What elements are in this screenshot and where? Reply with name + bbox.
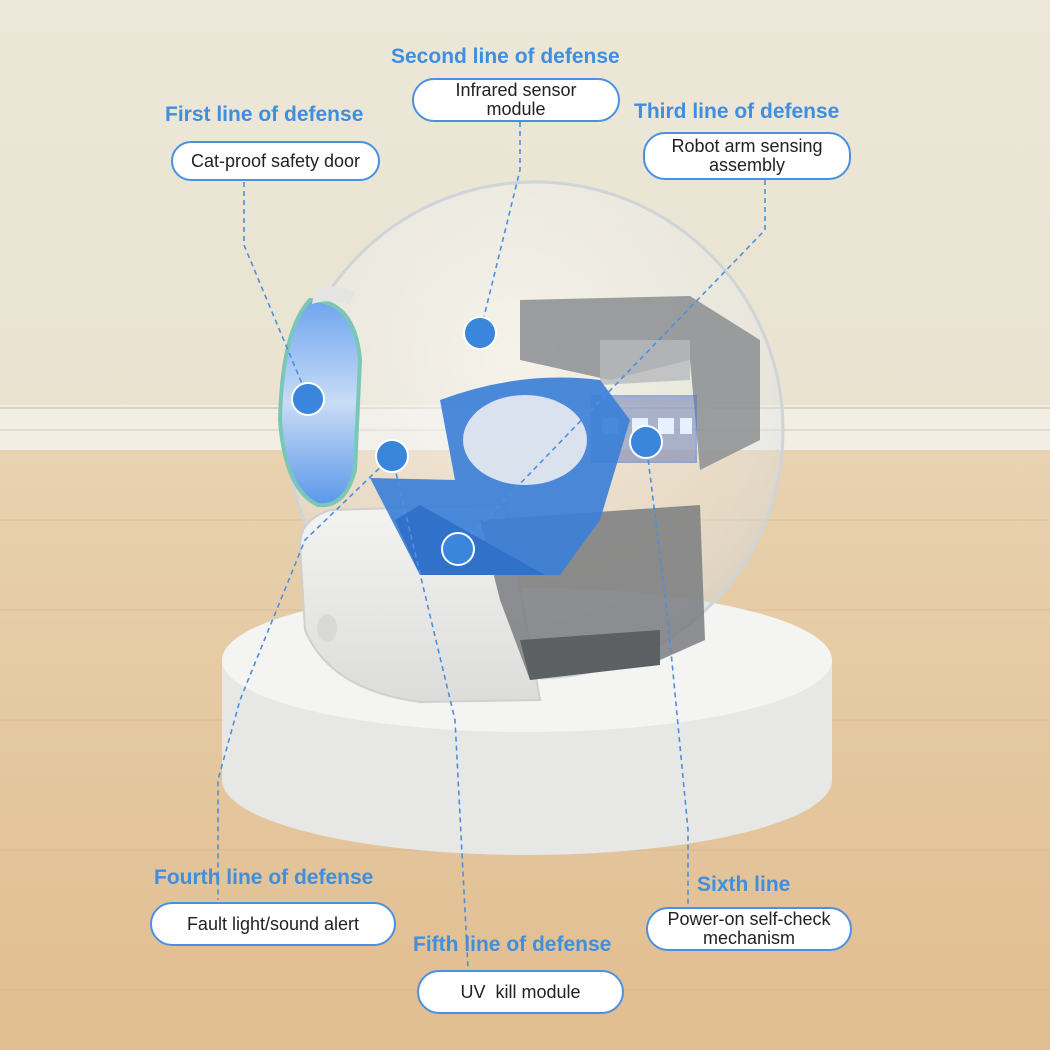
leader-second: [479, 122, 521, 334]
third-defense-label: Robot arm sensing assembly: [643, 132, 851, 180]
marker-third: [441, 532, 475, 566]
fourth-defense-label: Fault light/sound alert: [150, 902, 396, 946]
marker-first: [291, 382, 325, 416]
leader-third: [457, 180, 766, 549]
second-defense-label: Infrared sensor module: [412, 78, 620, 122]
sixth-defense-label: Power-on self-check mechanism: [646, 907, 852, 951]
first-defense-label: Cat-proof safety door: [171, 141, 380, 181]
second-defense-title: Second line of defense: [391, 45, 620, 68]
fifth-defense-title: Fifth line of defense: [413, 933, 612, 956]
fourth-defense-title: Fourth line of defense: [154, 866, 374, 889]
third-defense-title: Third line of defense: [634, 100, 840, 123]
first-defense-title: First line of defense: [165, 103, 364, 126]
leader-lines: [217, 122, 766, 969]
sixth-defense-title: Sixth line: [697, 873, 791, 896]
fifth-defense-label: UV kill module: [417, 970, 624, 1014]
markers: [291, 316, 663, 566]
marker-fourth: [375, 439, 409, 473]
marker-sixth: [629, 425, 663, 459]
leader-first: [243, 182, 309, 399]
marker-second: [463, 316, 497, 350]
leader-fourth: [217, 455, 393, 900]
